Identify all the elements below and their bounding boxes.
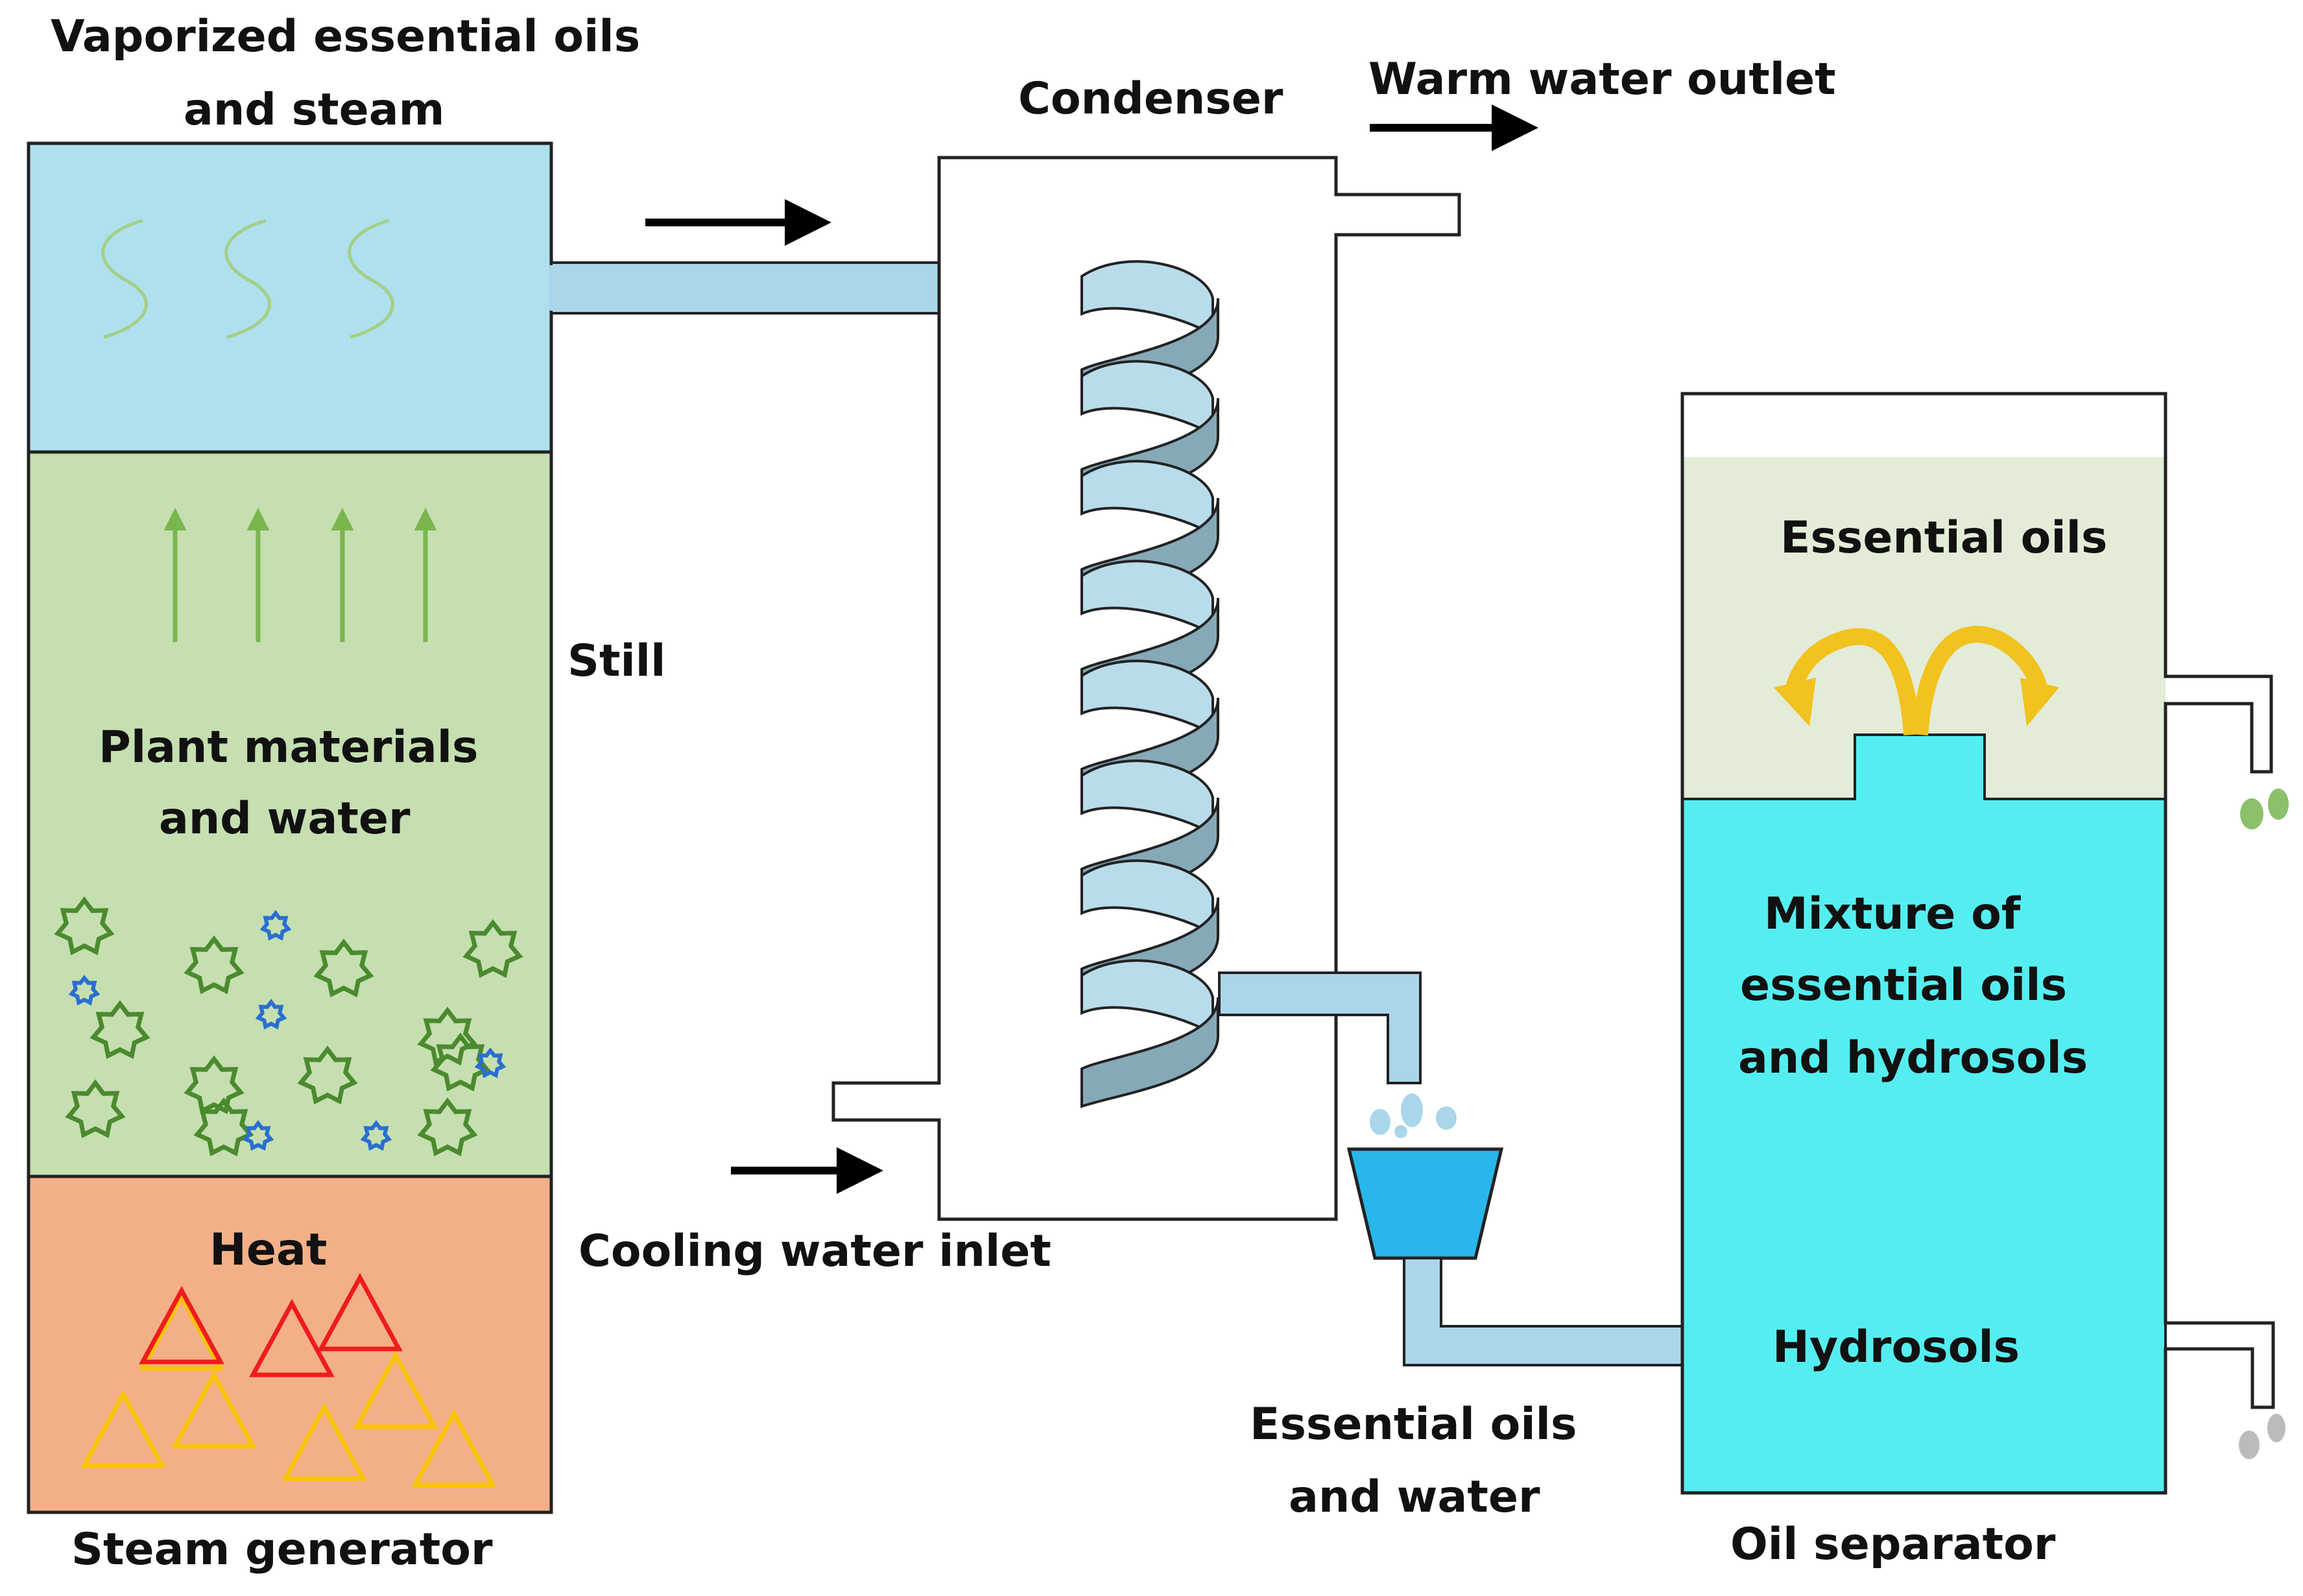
oil-separator [1680,392,2289,1495]
oil-drops [2240,789,2289,829]
label-warm-water-outlet: Warm water outlet [1368,54,1836,105]
plant-particle [89,1000,150,1059]
label-mixture-1: Mixture of [1764,888,2021,940]
label-heat: Heat [209,1224,328,1276]
plant-material-particles [54,896,523,1156]
label-hydrosols: Hydrosols [1772,1322,2020,1373]
plant-particle [259,910,292,941]
plant-particle [184,1055,245,1114]
coil-turn [1080,460,1214,539]
label-plant-materials: Plant materials [99,722,479,773]
plant-particle [193,1097,254,1156]
plant-particle [242,1120,274,1151]
plant-particle [68,975,101,1006]
plant-particle [474,1047,507,1078]
label-mixture-3: and hydrosols [1738,1032,2088,1084]
plant-chamber [27,450,553,1178]
coil-turn [1080,560,1214,639]
plant-particle [462,919,523,978]
label-essential-oils-and-water-1: Essential oils [1250,1399,1577,1450]
plant-particle [184,935,245,994]
coil-turn [1080,859,1214,938]
still [27,141,553,1514]
plant-particle [417,1006,478,1066]
label-essential-oils: Essential oils [1780,512,2108,564]
vapor-chamber [27,141,553,454]
condenser-coil [1080,260,1220,1108]
label-and-steam: and steam [184,84,445,136]
label-mixture-2: essential oils [1740,960,2068,1011]
plant-particle [54,896,115,955]
plant-particle [255,999,287,1030]
hydrosol-drops [2239,1414,2285,1459]
separator-outline [1680,392,2275,1495]
label-condenser: Condenser [1018,73,1283,125]
plant-particle [430,1032,491,1091]
label-essential-oils-and-water-2: and water [1289,1471,1540,1523]
upward-arrows [163,508,437,642]
heat-flames [80,1272,497,1488]
coil-turn [1080,959,1214,1038]
label-vaporized-oils: Vaporized essential oils [51,11,641,62]
oil-rising-arrows [1774,626,2059,735]
plant-particle [313,938,374,997]
coil-turn [1080,997,1220,1108]
water-droplets [1370,1093,1457,1138]
label-steam-generator: Steam generator [71,1524,493,1575]
plant-particle [65,1079,126,1138]
label-still: Still [567,636,666,687]
coil-turn [1080,260,1214,339]
heat-chamber [27,1174,553,1514]
flow-arrows [645,104,1538,1194]
vapor-squiggles [101,219,394,339]
coil-turn [1080,360,1214,439]
plant-particle [297,1045,358,1104]
coil-turn [1080,660,1214,739]
plant-particle [417,1097,478,1156]
collection-funnel [1346,1147,1504,1260]
label-cooling-water-inlet: Cooling water inlet [579,1226,1051,1277]
condenser [831,156,1461,1221]
separator-inlet-pipe [1403,1257,1684,1366]
coil-turn [1080,759,1214,839]
coil-outlet-pipe [1218,971,1422,1084]
label-and-water: and water [159,793,411,844]
label-oil-separator: Oil separator [1730,1519,2056,1570]
plant-particle [360,1120,392,1151]
